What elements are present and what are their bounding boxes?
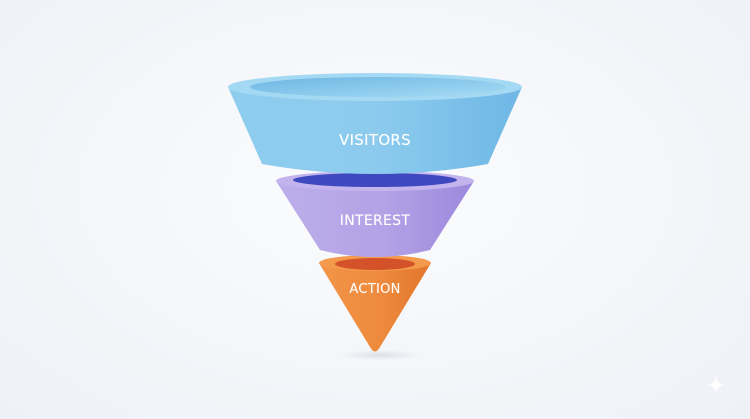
funnel-stage-visitors	[228, 73, 522, 174]
funnel-stage-action	[319, 255, 431, 352]
sparkle-icon	[707, 376, 725, 394]
stage-label-action: ACTION	[349, 282, 401, 297]
ground-shadow	[340, 350, 420, 360]
stage-label-interest: INTEREST	[339, 213, 411, 229]
stage-label-visitors: VISITORS	[339, 131, 411, 149]
funnel-stage-interest	[276, 171, 474, 257]
